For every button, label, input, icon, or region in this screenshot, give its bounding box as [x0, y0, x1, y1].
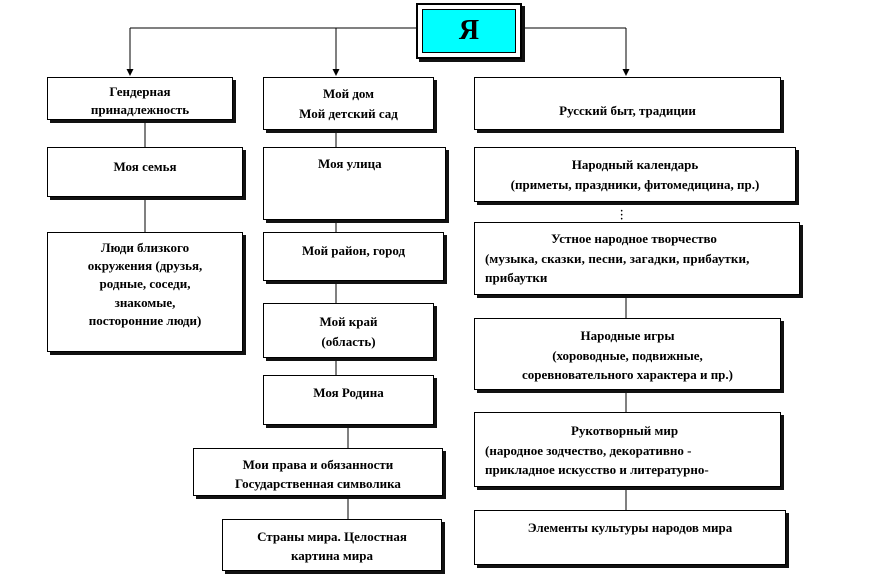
dotted-connector: ··· [620, 206, 624, 225]
node-my-district-city: Мой район, город [263, 232, 444, 281]
node-russian-life: Русский быт, традиции [474, 77, 781, 130]
root-label: Я [458, 15, 480, 46]
node-gender-identity: Гендерная принадлежность [47, 77, 233, 120]
node-oral-folk-art: Устное народное творчество (музыка, сказ… [474, 222, 800, 295]
node-my-motherland: Моя Родина [263, 375, 434, 425]
node-world-cultures: Элементы культуры народов мира [474, 510, 786, 565]
root-node: Я [416, 3, 522, 59]
node-folk-games: Народные игры (хороводные, подвижные, со… [474, 318, 781, 390]
node-my-street: Моя улица [263, 147, 446, 220]
node-close-people: Люди близкого окружения (друзья, родные,… [47, 232, 243, 352]
node-my-home: Мой дом Мой детский сад [263, 77, 434, 130]
node-rights-duties: Мои права и обязанности Государственная … [193, 448, 443, 496]
node-my-region: Мой край (область) [263, 303, 434, 358]
node-folk-calendar: Народный календарь (приметы, праздники, … [474, 147, 796, 202]
node-world-countries: Страны мира. Целостная картина мира [222, 519, 442, 571]
node-handmade-world: Рукотворный мир (народное зодчество, дек… [474, 412, 781, 487]
node-my-family: Моя семья [47, 147, 243, 197]
